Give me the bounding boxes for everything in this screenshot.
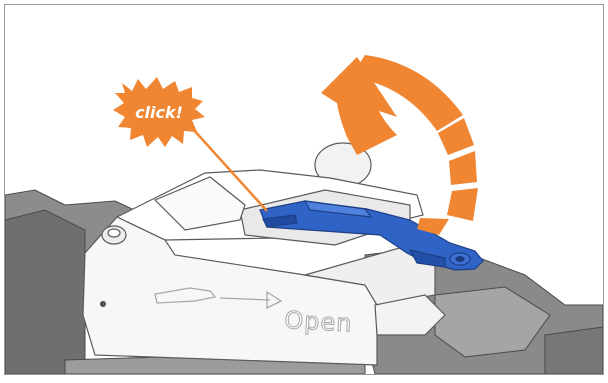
click-label: click! xyxy=(135,103,183,122)
mechanism-illustration: Open click! xyxy=(5,5,603,374)
illustration-frame: Open click! xyxy=(4,4,604,375)
open-label: Open xyxy=(284,306,353,338)
latch-housing xyxy=(83,143,445,365)
